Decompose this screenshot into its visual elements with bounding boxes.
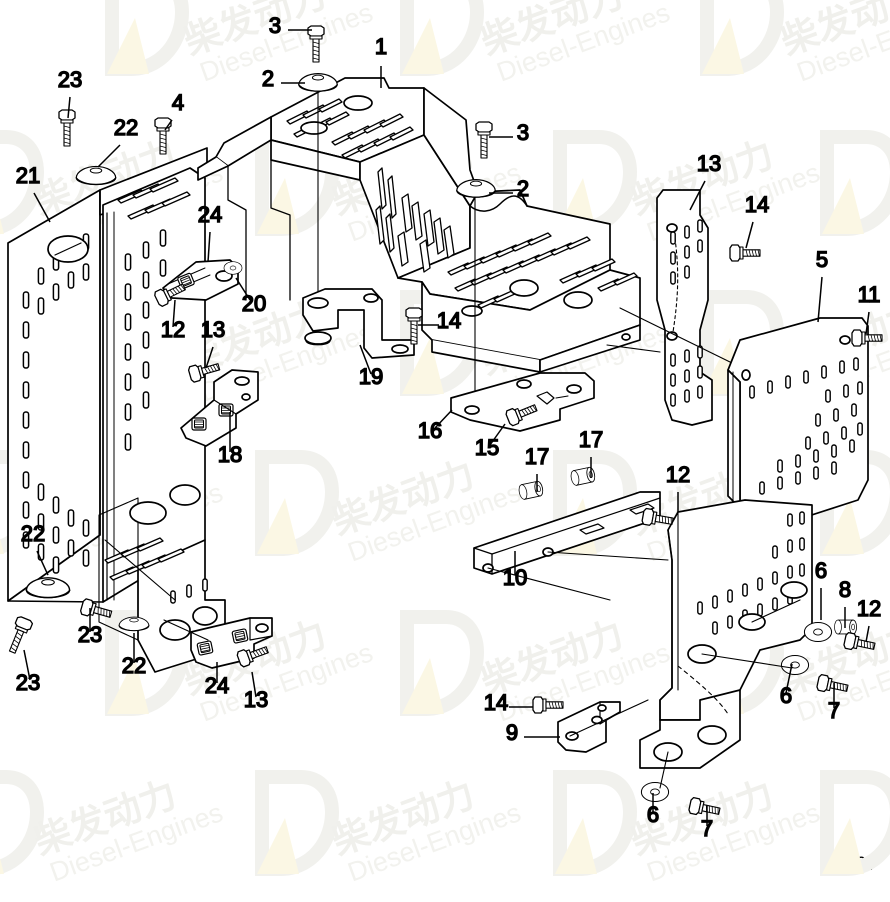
callout-leader-line	[359, 344, 372, 375]
callout-leader-line	[251, 671, 257, 698]
callout-leader-line	[97, 144, 121, 168]
callout-leader-line	[235, 277, 251, 301]
callout-leader-line	[172, 299, 176, 328]
callout-number-10: 10	[503, 565, 527, 590]
callout-number-20: 20	[242, 291, 266, 316]
callout-leader-line	[164, 119, 173, 131]
part-16-flat-mounting-plate	[450, 372, 595, 432]
callout-number-13: 13	[697, 151, 721, 176]
callout-number-12: 12	[857, 596, 881, 621]
part-1-top-louvers	[286, 98, 414, 159]
part-10-mounting-rail	[473, 491, 661, 575]
panel-21-top-louvers	[117, 177, 191, 220]
callout-leader-line	[745, 221, 754, 249]
callout-leader-line	[817, 276, 823, 323]
callout-leader-line	[36, 550, 49, 576]
part-5-side-cover-panel-right	[727, 317, 869, 523]
callout-number-7: 7	[701, 816, 713, 841]
callout-number-15: 15	[475, 435, 499, 460]
part-13-tall-support-bracket	[656, 189, 713, 426]
callout-number-4: 4	[172, 90, 184, 115]
callout-number-3: 3	[269, 13, 281, 38]
callout-number-21: 21	[16, 163, 40, 188]
callout-leader-line	[33, 192, 51, 223]
callout-number-23: 23	[16, 670, 40, 695]
callout-leader-line	[785, 663, 793, 694]
callout-leader-line	[205, 346, 214, 369]
callout-number-19: 19	[359, 364, 383, 389]
callout-number-6: 6	[647, 802, 659, 827]
part-1-shelf-louvers	[447, 232, 638, 309]
callout-number-23: 23	[78, 622, 102, 647]
callout-leader-line	[23, 649, 31, 681]
callout-number-6: 6	[815, 558, 827, 583]
callout-number-22: 22	[122, 653, 146, 678]
callout-number-2: 2	[262, 66, 274, 91]
callout-number-18: 18	[218, 442, 242, 467]
callout-leader-line	[865, 625, 870, 643]
callout-number-2: 2	[517, 176, 529, 201]
callout-number-22: 22	[21, 521, 45, 546]
callout-number-9: 9	[506, 720, 518, 745]
callout-number-17: 17	[525, 444, 549, 469]
callout-leader-line	[67, 96, 71, 119]
callout-leader-line	[434, 409, 453, 429]
callout-number-16: 16	[418, 418, 442, 443]
callout-number-8: 8	[839, 577, 851, 602]
callout-number-12: 12	[666, 462, 690, 487]
part-13-lower-bracket-right	[639, 499, 813, 769]
callout-leader-line	[865, 311, 870, 335]
callout-number-12: 12	[161, 317, 185, 342]
callout-number-17: 17	[579, 427, 603, 452]
callout-number-3: 3	[517, 120, 529, 145]
callout-leader-line	[489, 423, 506, 446]
part-1-slope-louvers	[375, 167, 455, 273]
callout-leader-line	[207, 231, 211, 263]
callout-number-11: 11	[858, 282, 881, 307]
callout-number-6: 6	[780, 683, 792, 708]
callout-number-1: 1	[375, 34, 387, 59]
callout-leader-line	[689, 180, 706, 211]
callout-number-13: 13	[201, 317, 225, 342]
callout-number-22: 22	[114, 115, 138, 140]
callout-number-14: 14	[437, 308, 461, 333]
callout-number-23: 23	[58, 67, 82, 92]
part-18-angle-bracket	[180, 369, 259, 447]
callout-number-5: 5	[816, 247, 828, 272]
callout-number-24: 24	[205, 673, 229, 698]
part-19-u-bracket	[302, 288, 415, 359]
assembly-guide-lines	[104, 307, 801, 789]
part-1-main-cover-panel	[197, 77, 641, 413]
callout-number-13: 13	[244, 687, 268, 712]
callout-number-24: 24	[198, 202, 222, 227]
callout-number-14: 14	[745, 192, 769, 217]
callout-number-7: 7	[828, 698, 840, 723]
callout-number-14: 14	[484, 690, 508, 715]
